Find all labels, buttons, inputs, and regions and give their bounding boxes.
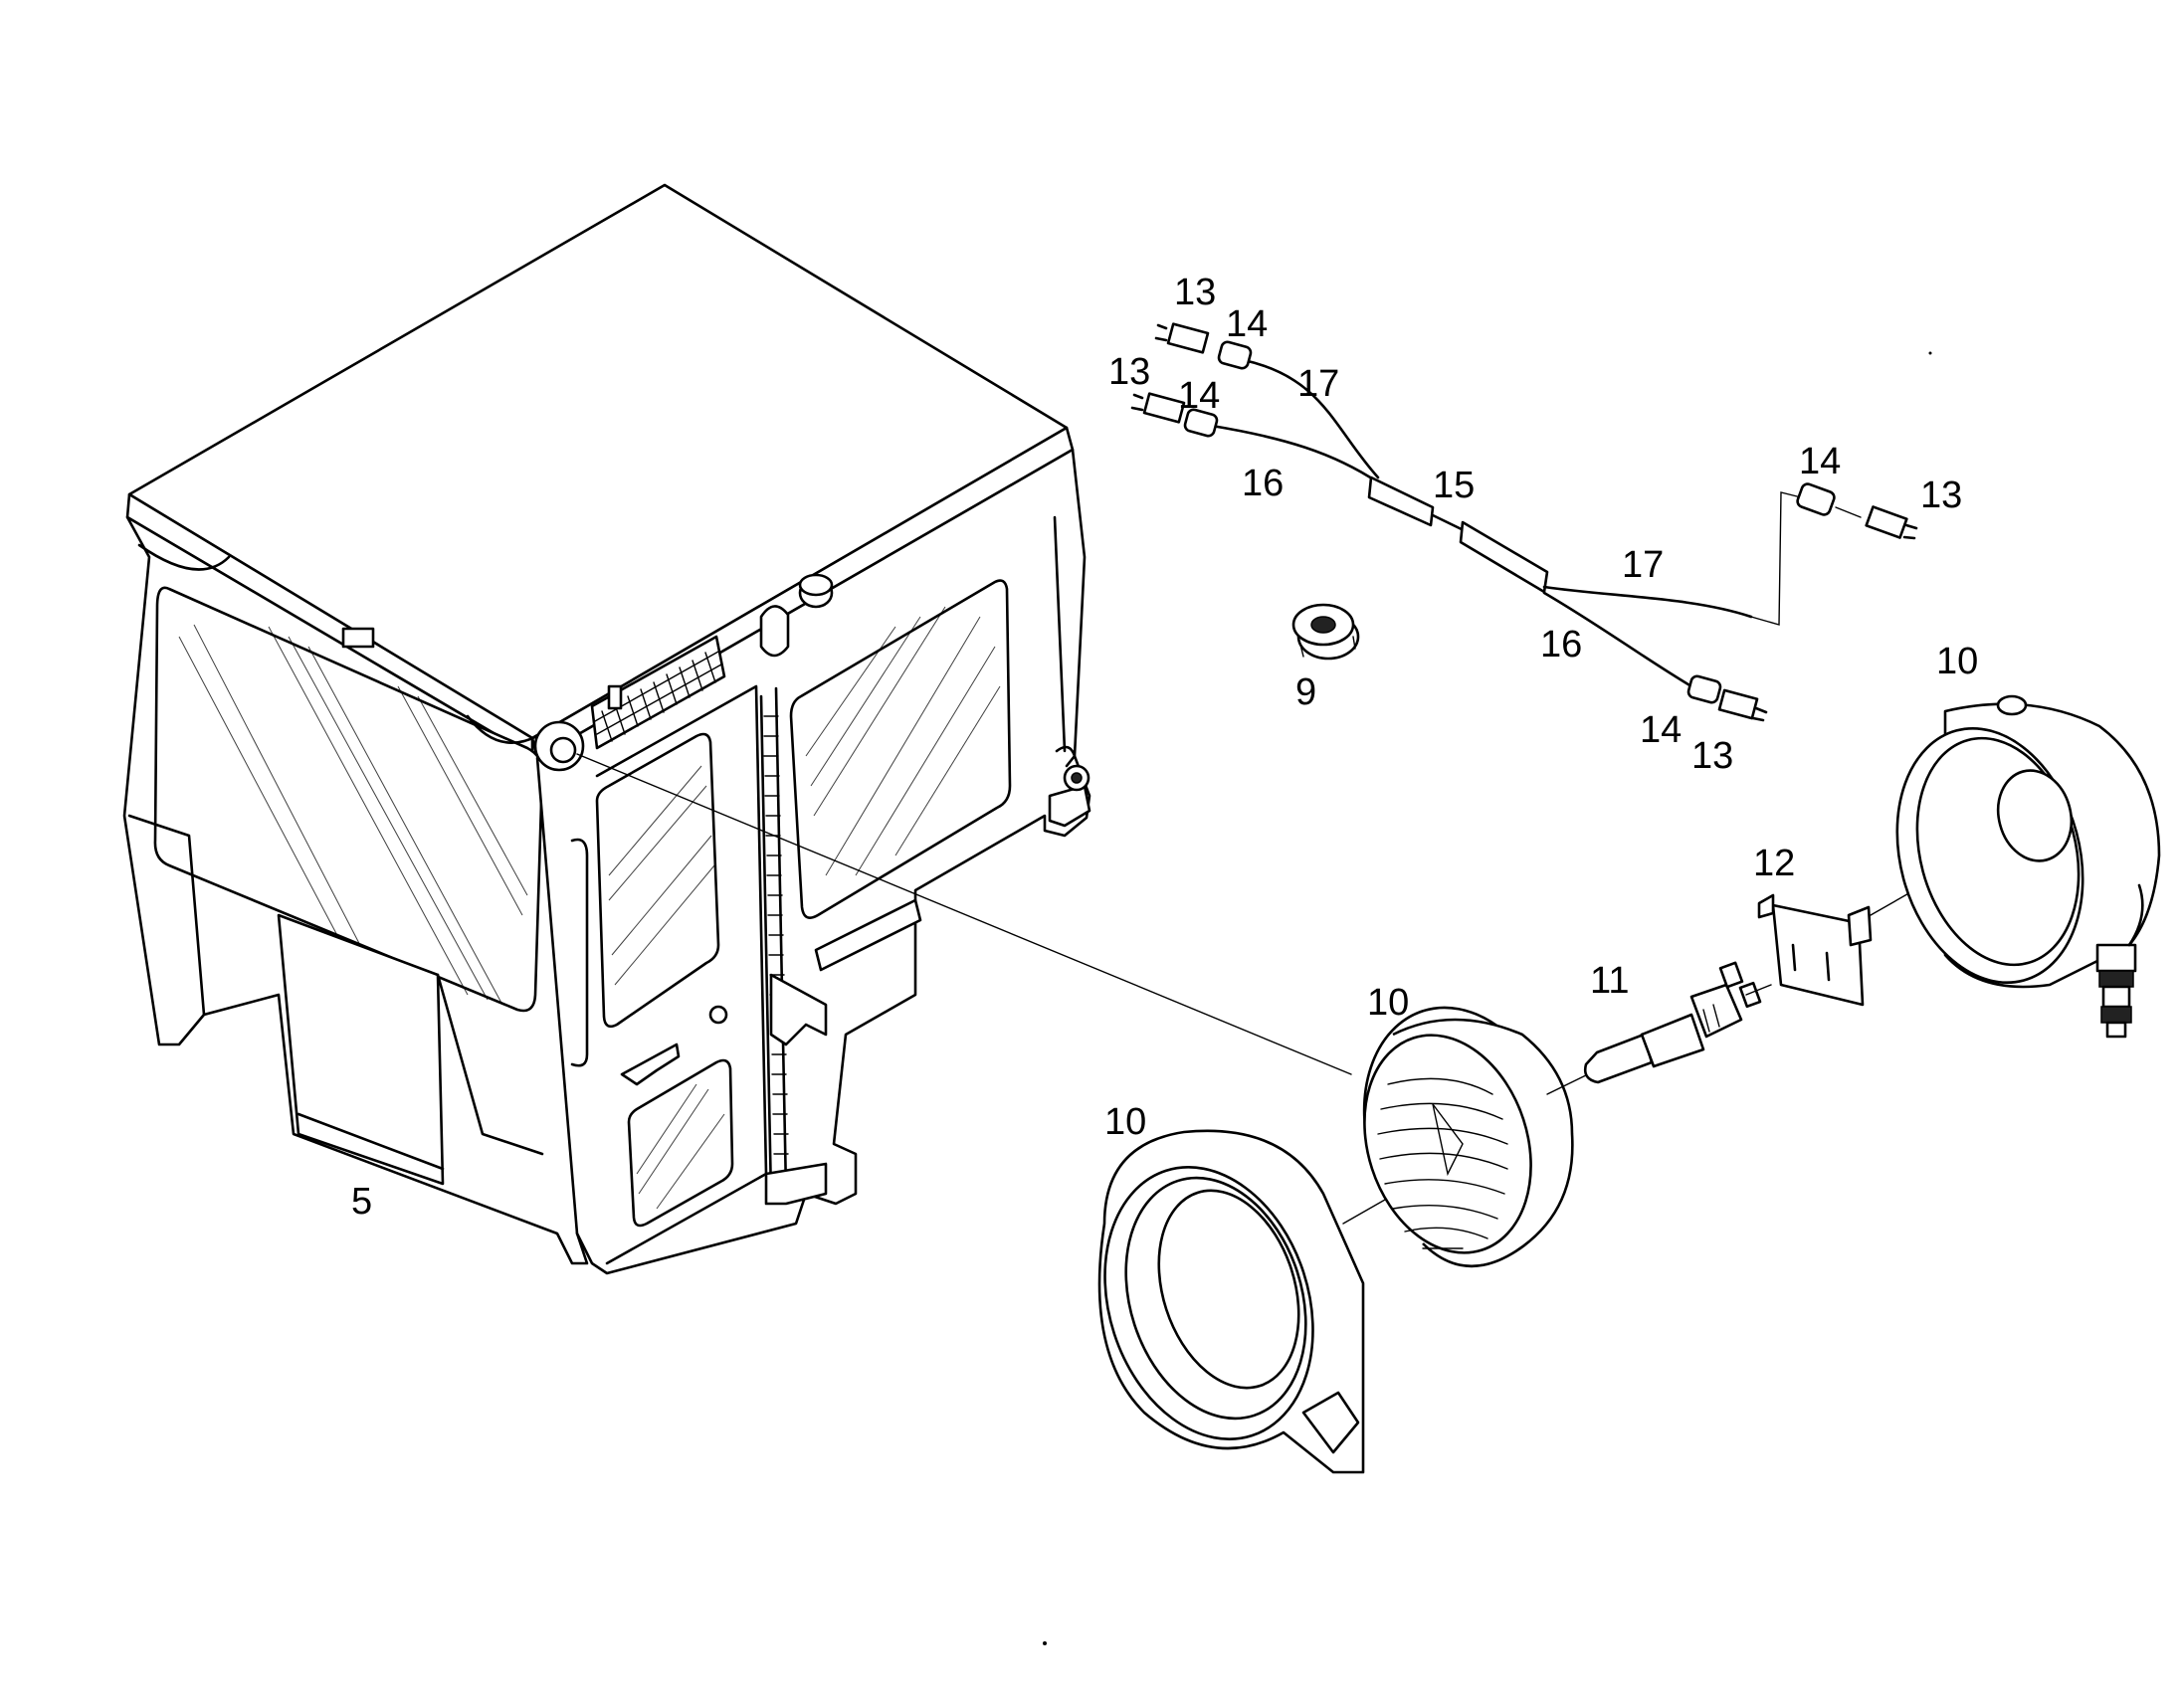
wire-16-upper [1210, 424, 1380, 484]
door-lower-window-glare [636, 1083, 725, 1210]
housing-mount-stud [2095, 943, 2137, 1039]
callout-10-guard: 10 [1104, 1101, 1146, 1143]
terminal-13-upper-a [1154, 322, 1210, 354]
cab-door-lock [708, 1005, 728, 1025]
connector-14-upper-a [1217, 340, 1253, 370]
cab-side-pipe [570, 838, 589, 1067]
cab-side-grommet-top [798, 573, 834, 597]
callout-14-right: 14 [1799, 441, 1841, 482]
housing-neck [2127, 883, 2144, 947]
cab-door-outline [595, 684, 768, 1265]
wire-17-continuation [1750, 491, 1802, 626]
cab-front-pillar-right [436, 973, 544, 1156]
cab-lower-panel [277, 913, 445, 1186]
wire-17-upper [1242, 358, 1380, 479]
lamp-housing-item-10 [1895, 694, 2161, 1039]
wire-17-lower [1542, 585, 1753, 619]
lamp-lens-pattern [1377, 1077, 1508, 1249]
cab-side-lamp-socket [759, 605, 790, 658]
connector-14-upper-b [1183, 408, 1219, 438]
callout-13-second: 13 [1108, 351, 1150, 393]
cab-rear-pipe [1055, 745, 1077, 768]
cab-door-lower-window [627, 1058, 734, 1228]
callout-14-top: 14 [1226, 303, 1268, 345]
callout-17-lower: 17 [1622, 544, 1664, 586]
callout-16-lower: 16 [1540, 624, 1582, 665]
cab-lower-panel-edge [297, 1112, 445, 1171]
lamp-rim-item-10 [1362, 1006, 1574, 1268]
leader-bulb-to-clip [1745, 984, 1772, 996]
cab-mount-bolt-head [1071, 772, 1083, 784]
sleeve-15-a [1367, 475, 1435, 527]
wiring-harness [1130, 322, 1918, 722]
callout-13-right: 13 [1920, 474, 1962, 516]
lamp-guard-item-10 [1097, 1129, 1365, 1474]
terminal-13-lower [1717, 688, 1768, 722]
cab-rear-edge [1053, 515, 1067, 753]
bulb-clip-item-12 [1757, 893, 1873, 1007]
cab-roof-vent [590, 635, 726, 750]
cab-side-rail [814, 898, 922, 972]
cab-lamp-mount-inner [549, 736, 577, 764]
callout-15: 15 [1433, 465, 1475, 506]
callout-14-second: 14 [1178, 375, 1220, 417]
terminal-13-upper-b [1130, 392, 1186, 424]
roof-seal-curl [137, 543, 231, 571]
cab-roof-vent-clip [607, 684, 623, 710]
door-upper-window-glare [608, 765, 715, 986]
callout-16-upper: 16 [1242, 463, 1284, 504]
cab-door-handle [620, 1043, 681, 1086]
print-speck [1928, 351, 1932, 355]
front-latch [341, 627, 375, 649]
callout-12: 12 [1753, 843, 1795, 884]
side-rear-window-glare [805, 606, 1001, 876]
callout-13-bottom: 13 [1691, 735, 1733, 777]
grommet-item-9 [1291, 603, 1360, 661]
tractor-cab [122, 183, 1091, 1275]
cab-step-bracket [769, 973, 828, 1046]
connector-right-leader [1835, 506, 1862, 518]
callout-labels: 5 9 10 10 10 11 12 13 13 13 13 14 14 14 … [351, 272, 1978, 1223]
print-speck [1043, 1641, 1047, 1645]
connector-14-right [1796, 482, 1836, 516]
housing-top-boss [1996, 694, 2028, 716]
sleeve-15-b [1459, 520, 1549, 594]
callout-10-rim: 10 [1367, 982, 1409, 1024]
leader-cab-to-lamp [576, 753, 1352, 1075]
callout-10-housing: 10 [1936, 641, 1978, 682]
callout-9: 9 [1295, 671, 1316, 713]
leader-rim-to-bulb [1546, 1071, 1593, 1095]
terminal-13-right [1865, 505, 1918, 540]
cab-front-pillar-left [127, 814, 206, 1017]
connector-14-lower [1686, 674, 1722, 704]
callout-14-bottom: 14 [1640, 709, 1682, 751]
callout-5: 5 [351, 1181, 372, 1223]
callout-13-top: 13 [1174, 272, 1216, 313]
callout-17-upper: 17 [1297, 363, 1339, 405]
wire-16-lower [1542, 591, 1693, 688]
bulb-item-11 [1583, 961, 1762, 1084]
cab-roof-vent-mesh [594, 651, 722, 742]
cab-foot-front [764, 1162, 828, 1206]
callout-11: 11 [1590, 960, 1629, 1002]
cab-side-rear-window [789, 579, 1012, 919]
front-window-glare [178, 624, 528, 1006]
roof-seal-curl-right [466, 714, 539, 744]
